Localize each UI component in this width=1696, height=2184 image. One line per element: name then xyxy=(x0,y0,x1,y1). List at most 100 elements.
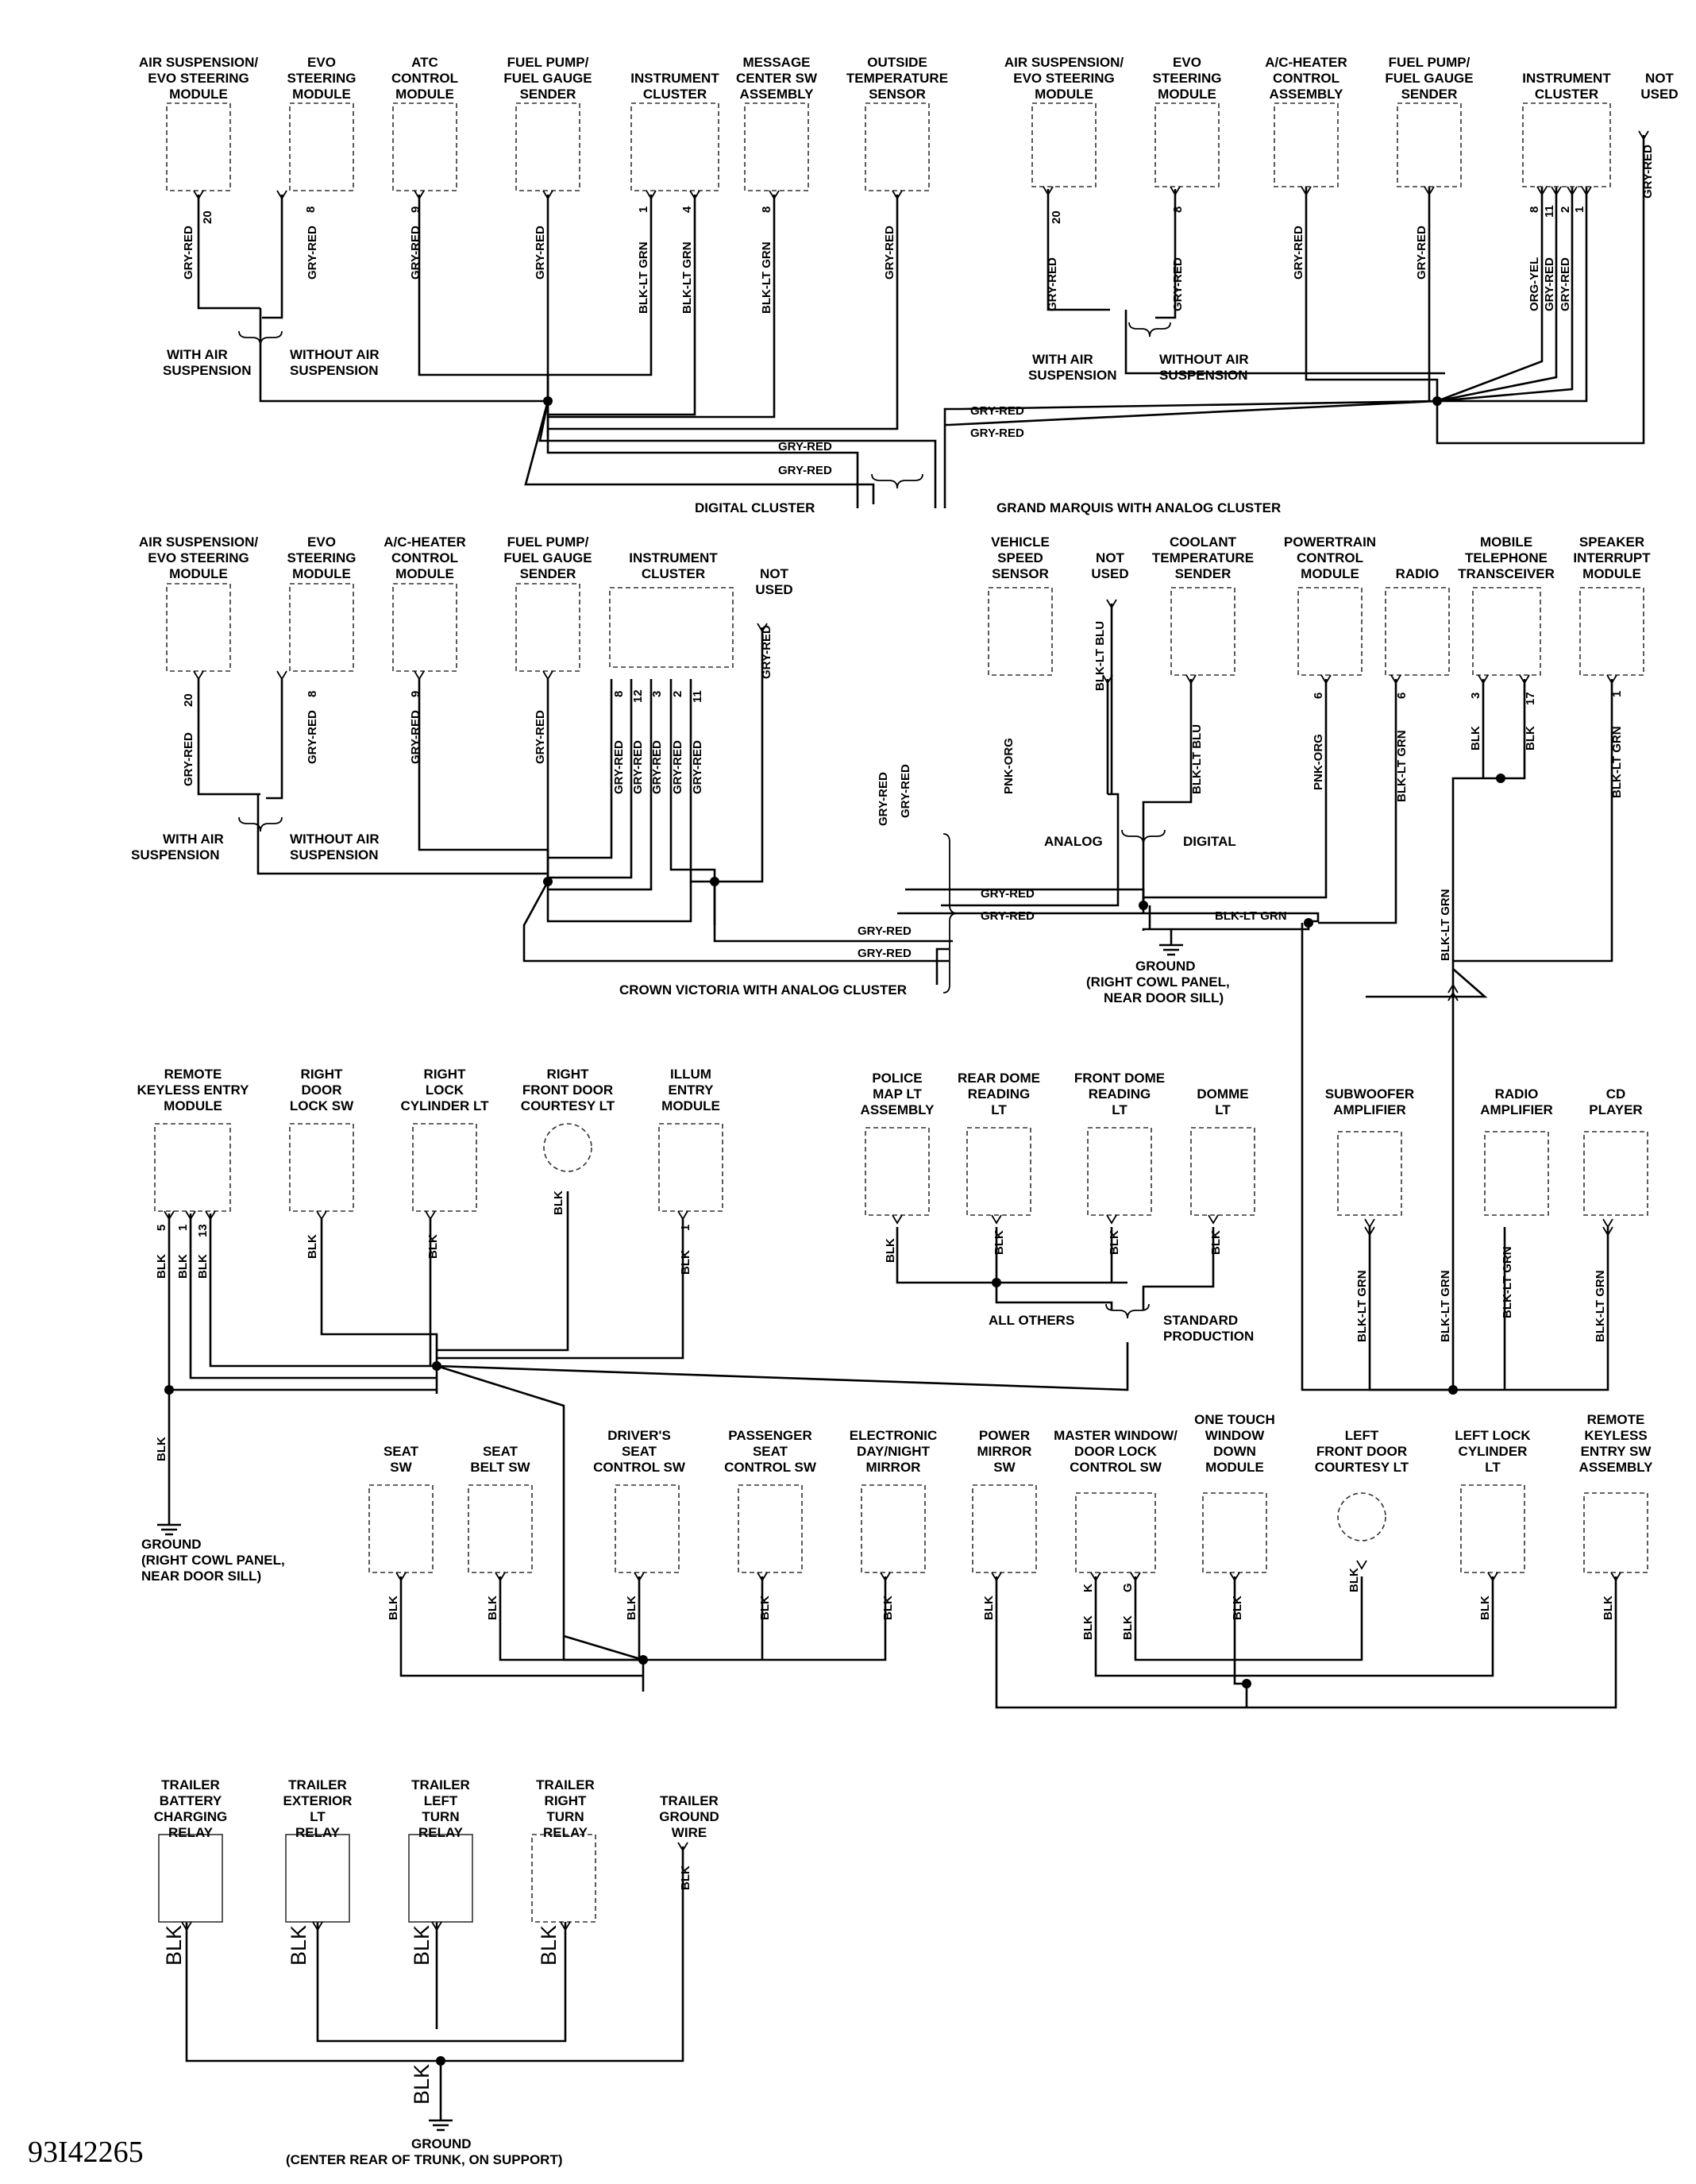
component-label-line: MODULE xyxy=(169,87,228,102)
component-label-line: SEAT xyxy=(753,1444,788,1459)
component-label-line: MODULE xyxy=(1301,566,1359,581)
wire-color-labels: GRY-RED GRY-RED GRY-RED GRY-RED BLK-LT G… xyxy=(155,145,1655,2105)
pin-number: 1 xyxy=(1610,691,1624,697)
pin-number: 1 xyxy=(1573,206,1586,213)
box-outside-temp-sensor xyxy=(865,102,930,191)
component-label-line: USED xyxy=(1640,87,1678,102)
pin-number: 4 xyxy=(680,206,694,213)
component-label-line: SUBWOOFER xyxy=(1325,1086,1414,1102)
note-standard: PRODUCTION xyxy=(1163,1329,1254,1344)
component-label-line: SW xyxy=(390,1460,412,1475)
component-label-line: LT xyxy=(310,1809,326,1824)
component-label-line: COURTESY LT xyxy=(1315,1460,1409,1475)
box-mobile-telephone xyxy=(1472,587,1541,676)
component-label-line: DOOR xyxy=(302,1082,342,1098)
wire-label: BLK xyxy=(1347,1568,1361,1592)
pin-number: 20 xyxy=(201,210,214,224)
pin-number: 8 xyxy=(1171,206,1185,213)
component-label-line: CYLINDER LT xyxy=(400,1098,489,1113)
box-trailer-left-turn-relay xyxy=(408,1834,473,1923)
pin-number: G xyxy=(1121,1583,1135,1592)
wire-label: GRY-RED xyxy=(182,226,195,280)
component-label-line: CONTROL SW xyxy=(593,1460,686,1475)
component-label-line: SENDER xyxy=(520,566,576,581)
pin-number: K xyxy=(1081,1584,1095,1592)
box-trailer-battery-relay xyxy=(158,1834,223,1923)
wire-label: BLK-LT GRN xyxy=(1594,1270,1607,1342)
option-labels: WITH AIR SUSPENSION WITHOUT AIR SUSPENSI… xyxy=(28,347,1281,2169)
ground-label: GROUND xyxy=(141,1537,202,1552)
pin-number: 5 xyxy=(155,1225,168,1231)
box-cd-player xyxy=(1583,1131,1648,1216)
box-instrument-cluster xyxy=(609,587,734,668)
wire-label: BLK xyxy=(1231,1596,1244,1620)
wire-label: BLK xyxy=(155,1254,168,1279)
component-label-line: DAY/NIGHT xyxy=(857,1444,931,1459)
pin-number: 8 xyxy=(612,691,626,697)
box-remote-keyless-entry-sw xyxy=(1583,1492,1648,1573)
splice-dot xyxy=(1448,1385,1458,1395)
component-label-line: CLUSTER xyxy=(643,87,707,102)
component-label-line: MODULE xyxy=(1582,566,1641,581)
box-right-front-courtesy-lt xyxy=(543,1123,592,1172)
component-label-line: EVO STEERING xyxy=(1013,71,1115,86)
component-label-line: CONTROL SW xyxy=(724,1460,817,1475)
component-label-line: SENSOR xyxy=(992,566,1049,581)
component-label-line: MIRROR xyxy=(977,1444,1032,1459)
wire-label: GRY-RED xyxy=(858,924,912,938)
component-label-line: AMPLIFIER xyxy=(1333,1102,1406,1117)
wire-label: BLK-LT BLU xyxy=(1093,621,1107,691)
wire-label: BLK-LT GRN xyxy=(1439,889,1452,961)
pin-number: 9 xyxy=(409,691,422,697)
wire-label: GRY-RED xyxy=(306,710,319,764)
box-atc-control-module xyxy=(392,102,457,191)
ground-location: NEAR DOOR SILL) xyxy=(141,1569,261,1584)
wire-label: BLK-LT GRN xyxy=(1215,909,1287,923)
ground-location: (RIGHT COWL PANEL, xyxy=(1086,974,1230,990)
splice-dot xyxy=(543,877,553,886)
note-grand-marquis: GRAND MARQUIS WITH ANALOG CLUSTER xyxy=(996,500,1281,515)
component-label-line: DRIVER'S xyxy=(607,1428,671,1443)
component-label-line: CONTROL xyxy=(391,71,458,86)
wire-label: BLK xyxy=(625,1596,638,1620)
note-with-air: WITH AIR xyxy=(1032,352,1093,367)
pin-number: 13 xyxy=(196,1224,210,1237)
wire-label: BLK xyxy=(410,2064,434,2105)
pin-number: 9 xyxy=(409,206,422,213)
wire-label: BLK xyxy=(881,1596,895,1620)
component-label-line: RIGHT xyxy=(424,1067,467,1082)
wire-label: BLK xyxy=(486,1596,499,1620)
component-label-line: ASSEMBLY xyxy=(1270,87,1344,102)
component-label-line: NOT xyxy=(760,566,789,581)
component-label-line: FUEL GAUGE xyxy=(1385,71,1473,86)
component-label-line: SPEED xyxy=(997,550,1043,565)
splice-dot xyxy=(543,396,553,406)
note-without-air: SUSPENSION xyxy=(290,363,378,378)
wire-label: BLK xyxy=(426,1234,440,1259)
box-powertrain-control xyxy=(1297,587,1363,676)
wire-label: BLK xyxy=(1081,1615,1095,1640)
note-crown-victoria: CROWN VICTORIA WITH ANALOG CLUSTER xyxy=(619,982,907,997)
component-label-line: POLICE xyxy=(872,1071,922,1086)
box-front-dome-reading xyxy=(1087,1127,1152,1216)
component-label-line: MODULE xyxy=(1158,87,1216,102)
component-label-line: LEFT LOCK xyxy=(1455,1428,1531,1443)
box-power-mirror-sw xyxy=(972,1484,1037,1573)
component-label-line: EVO STEERING xyxy=(148,550,249,565)
splice-dot xyxy=(638,1655,648,1665)
component-label-line: KEYLESS xyxy=(1584,1428,1647,1443)
pin-number: 8 xyxy=(306,691,319,697)
component-label-line: USED xyxy=(755,582,792,597)
wire-label: GRY-RED xyxy=(409,710,422,764)
